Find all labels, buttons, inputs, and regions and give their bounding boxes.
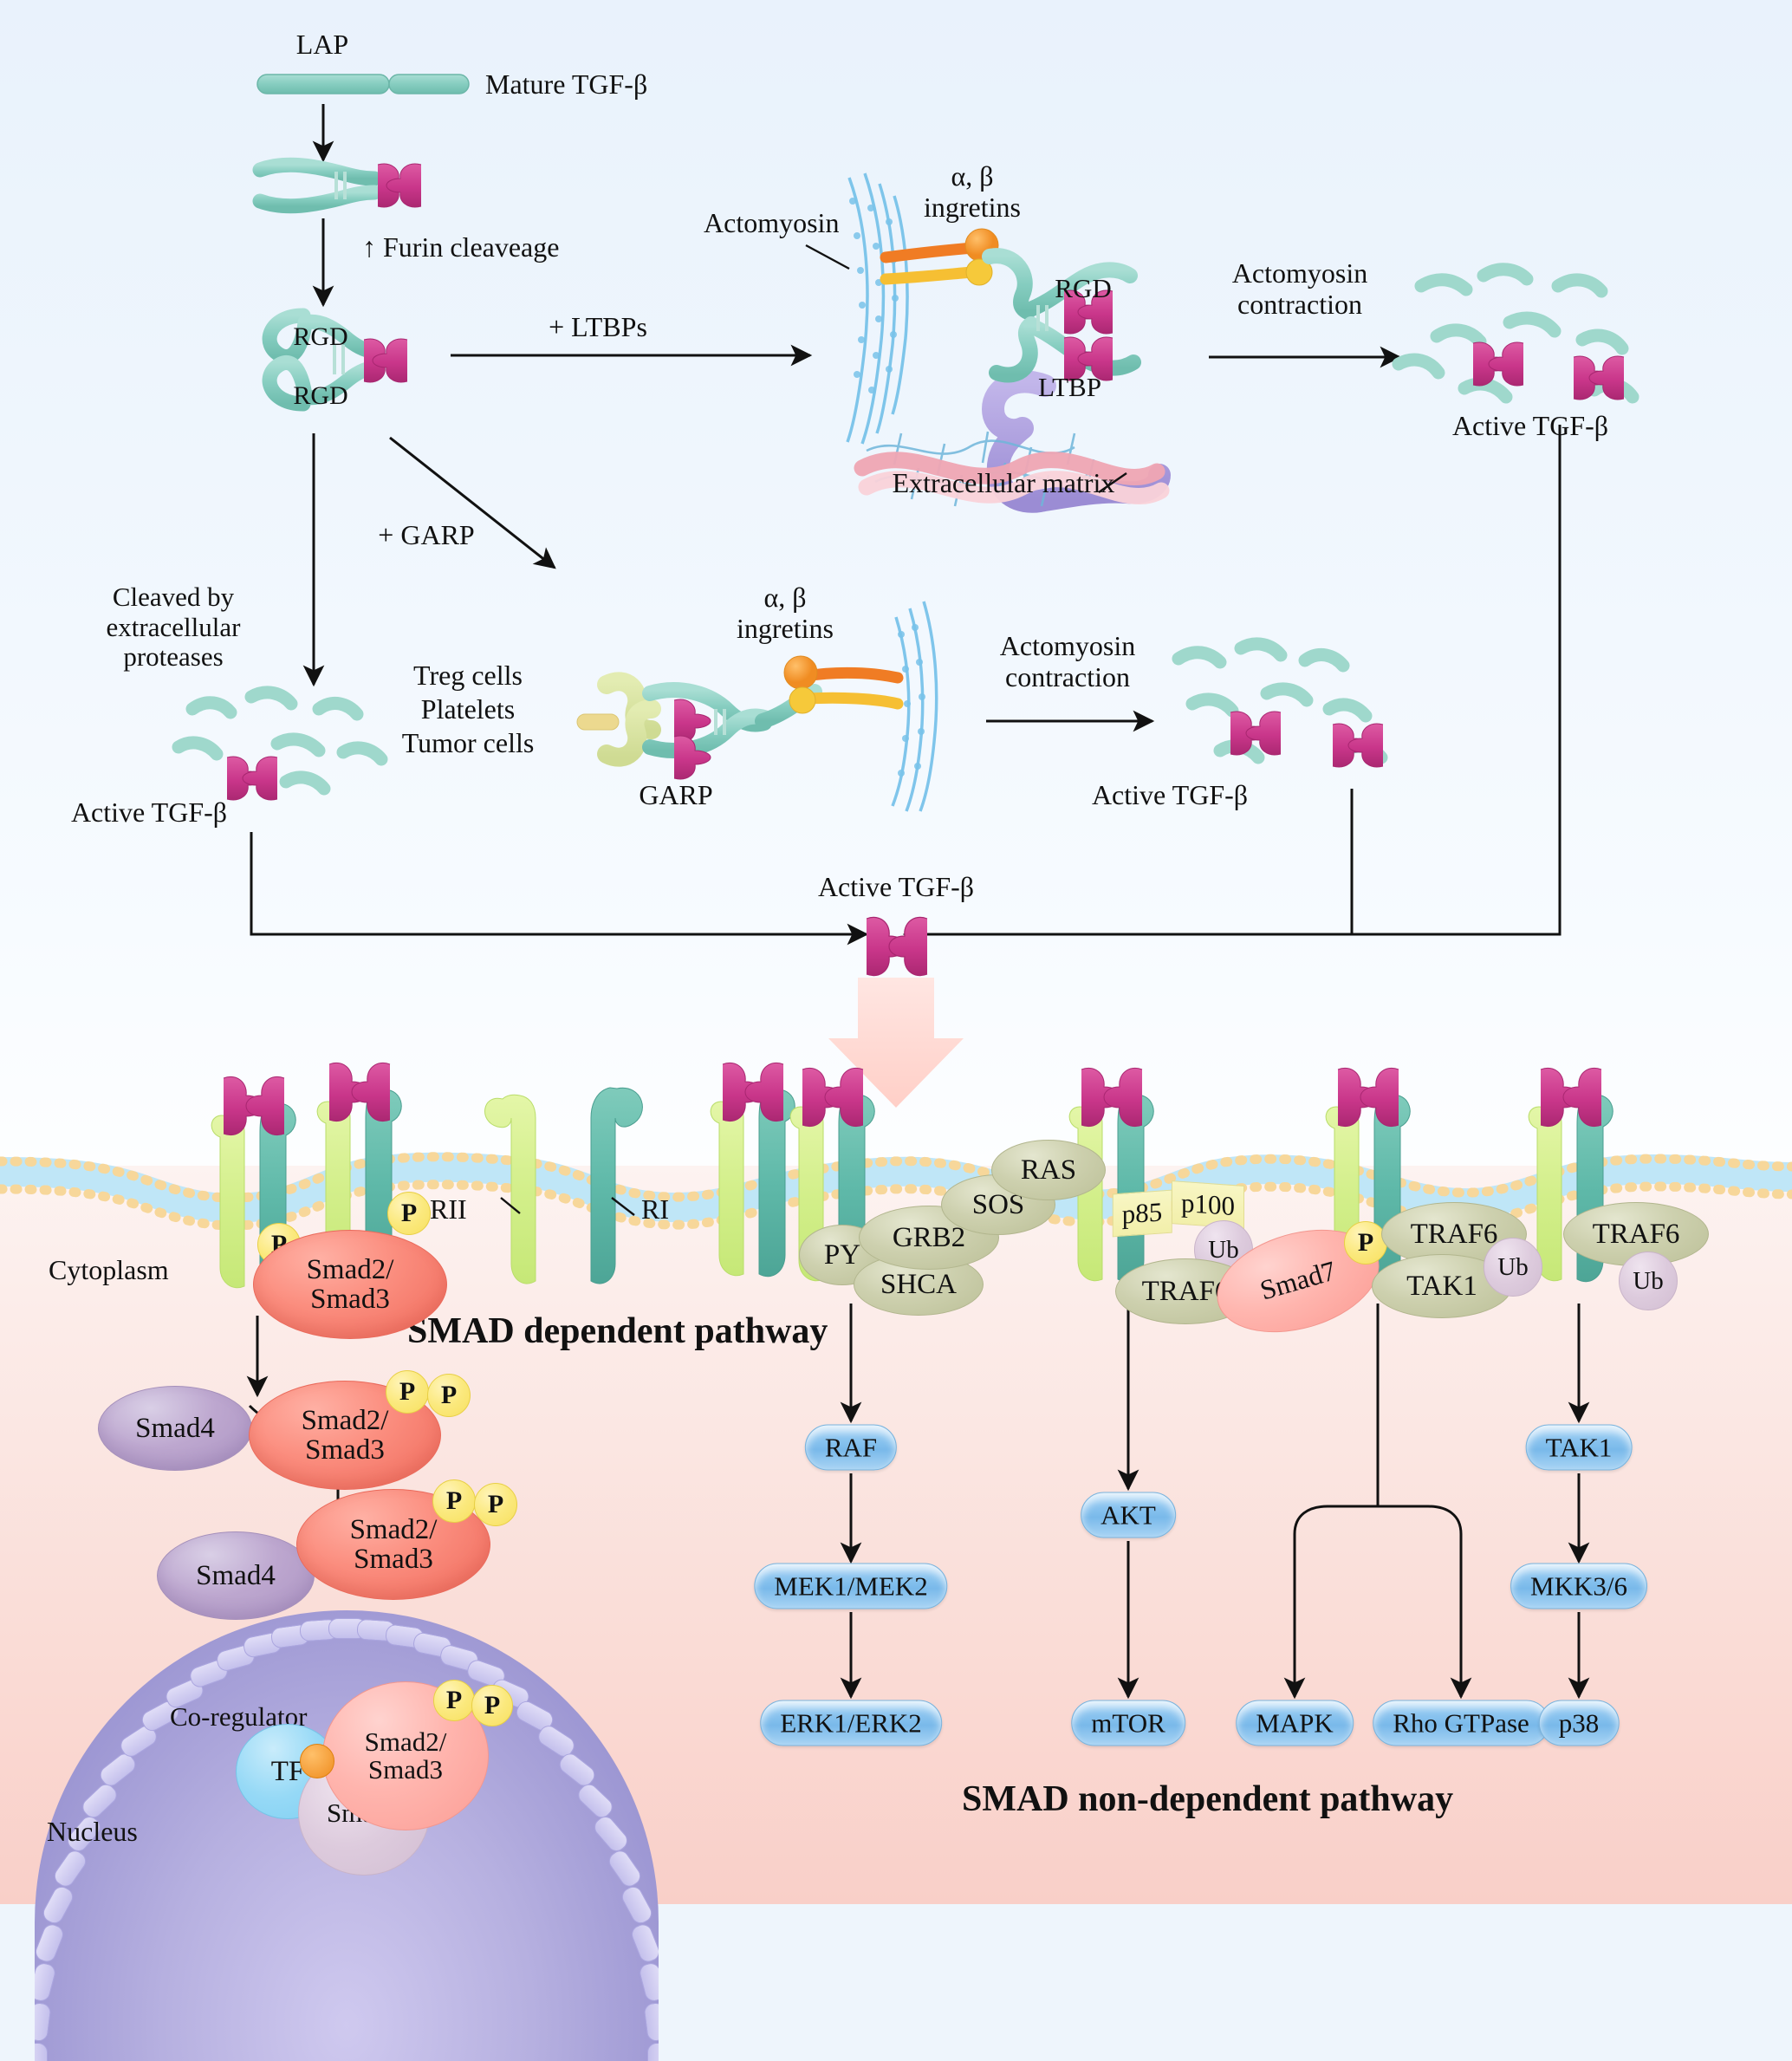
active-tgfb-label-hub: Active TGF-β <box>817 871 975 902</box>
plus-garp-label: + GARP <box>378 519 475 550</box>
kinase-p38[interactable]: p38 <box>1538 1700 1620 1746</box>
extracellular-background <box>0 0 1792 1166</box>
ubiquitin-tak1: Ub <box>1484 1238 1542 1297</box>
nuclear-pore <box>637 1960 659 2004</box>
ras-adapter: RAS <box>991 1140 1106 1200</box>
receptor-rii-label: RII <box>430 1193 467 1225</box>
nuclear-pore <box>35 2043 48 2061</box>
phosphate-smad23-a1: P <box>386 1370 429 1414</box>
phosphate-receptor-2: P <box>387 1192 431 1235</box>
mature-tgfb-label: Mature TGF-β <box>485 68 648 100</box>
receptor-ri-label: RI <box>641 1193 669 1225</box>
nuclear-pore <box>35 2001 52 2043</box>
nuclear-pore <box>606 1847 645 1891</box>
phosphate-smad23-b1: P <box>432 1479 476 1523</box>
tak1-membrane: TAK1 <box>1372 1254 1512 1318</box>
kinase-raf[interactable]: RAF <box>804 1424 898 1471</box>
smad23-at-receptor: Smad2/ Smad3 <box>253 1230 447 1339</box>
rgd-label-ecm: RGD <box>1055 273 1112 303</box>
extracellular-matrix-label: Extracellular matrix <box>892 467 1115 498</box>
smad4-in-complex: Smad4 <box>157 1531 315 1620</box>
rgd-label-upper: RGD <box>293 322 348 351</box>
kinase-akt[interactable]: AKT <box>1081 1492 1176 1538</box>
kinase-mek1-mek2[interactable]: MEK1/MEK2 <box>754 1563 948 1609</box>
actomyosin-label: Actomyosin <box>704 207 840 238</box>
co-regulator-ball <box>300 1744 334 1778</box>
garp-label: GARP <box>639 779 713 810</box>
nucleus-label: Nucleus <box>47 1816 138 1847</box>
furin-cleavage-label: ↑ Furin cleaveage <box>362 231 560 263</box>
output-rho-gtpase[interactable]: Rho GTPase <box>1373 1700 1549 1746</box>
lap-label: LAP <box>295 29 349 60</box>
smad-non-dependent-title: SMAD non-dependent pathway <box>962 1779 1454 1819</box>
ltbp-label: LTBP <box>1038 372 1101 402</box>
smad-dependent-title: SMAD dependent pathway <box>407 1311 828 1351</box>
p85-subunit: p85 <box>1112 1189 1172 1238</box>
nuclear-pore <box>35 1960 58 2004</box>
actomyosin-contraction-label-garp: Actomyosin contraction <box>999 630 1136 692</box>
kinase-mtor[interactable]: mTOR <box>1071 1700 1185 1746</box>
rgd-label-lower: RGD <box>293 381 348 410</box>
smad4-free: Smad4 <box>98 1386 252 1471</box>
integrins-label-ecm: α, β ingretins <box>924 160 1021 223</box>
kinase-mkk3-6[interactable]: MKK3/6 <box>1510 1563 1647 1609</box>
active-tgfb-label-top-right: Active TGF-β <box>1451 410 1609 441</box>
phosphate-nuclear-2: P <box>471 1685 513 1726</box>
nuclear-pore <box>50 1847 89 1891</box>
nuclear-pore <box>40 1883 77 1928</box>
phosphate-smad23-b2: P <box>474 1483 517 1526</box>
active-tgfb-label-mid-right: Active TGF-β <box>1091 779 1249 810</box>
treg-platelets-tumor-label: Treg cells Platelets Tumor cells <box>401 660 535 759</box>
grb2-adapter: GRB2 <box>859 1206 999 1270</box>
phosphate-nuclear-1: P <box>433 1680 475 1721</box>
kinase-tak1[interactable]: TAK1 <box>1525 1424 1633 1471</box>
plus-ltbps-label: + LTBPs <box>549 311 647 342</box>
actomyosin-contraction-label-top: Actomyosin contraction <box>1231 257 1368 320</box>
nuclear-pore <box>574 1779 616 1822</box>
integrins-label-garp: α, β ingretins <box>737 582 834 644</box>
nuclear-pore <box>35 1921 66 1966</box>
phosphate-traf6-branch: P <box>1344 1221 1387 1265</box>
nuclear-pore <box>618 1883 655 1928</box>
active-tgfb-label-left: Active TGF-β <box>70 796 228 828</box>
nuclear-pore <box>647 2043 659 2061</box>
nuclear-pore <box>629 1921 659 1966</box>
cytoplasm-label: Cytoplasm <box>49 1254 169 1285</box>
cleaved-by-proteases-label: Cleaved by extracellular proteases <box>106 582 241 673</box>
kinase-erk1-erk2[interactable]: ERK1/ERK2 <box>760 1700 942 1746</box>
ubiquitin-p38-branch: Ub <box>1619 1252 1678 1310</box>
nuclear-pore <box>643 2001 659 2043</box>
nuclear-pore <box>590 1812 632 1856</box>
output-mapk[interactable]: MAPK <box>1236 1700 1354 1746</box>
phosphate-smad23-a2: P <box>427 1374 471 1417</box>
